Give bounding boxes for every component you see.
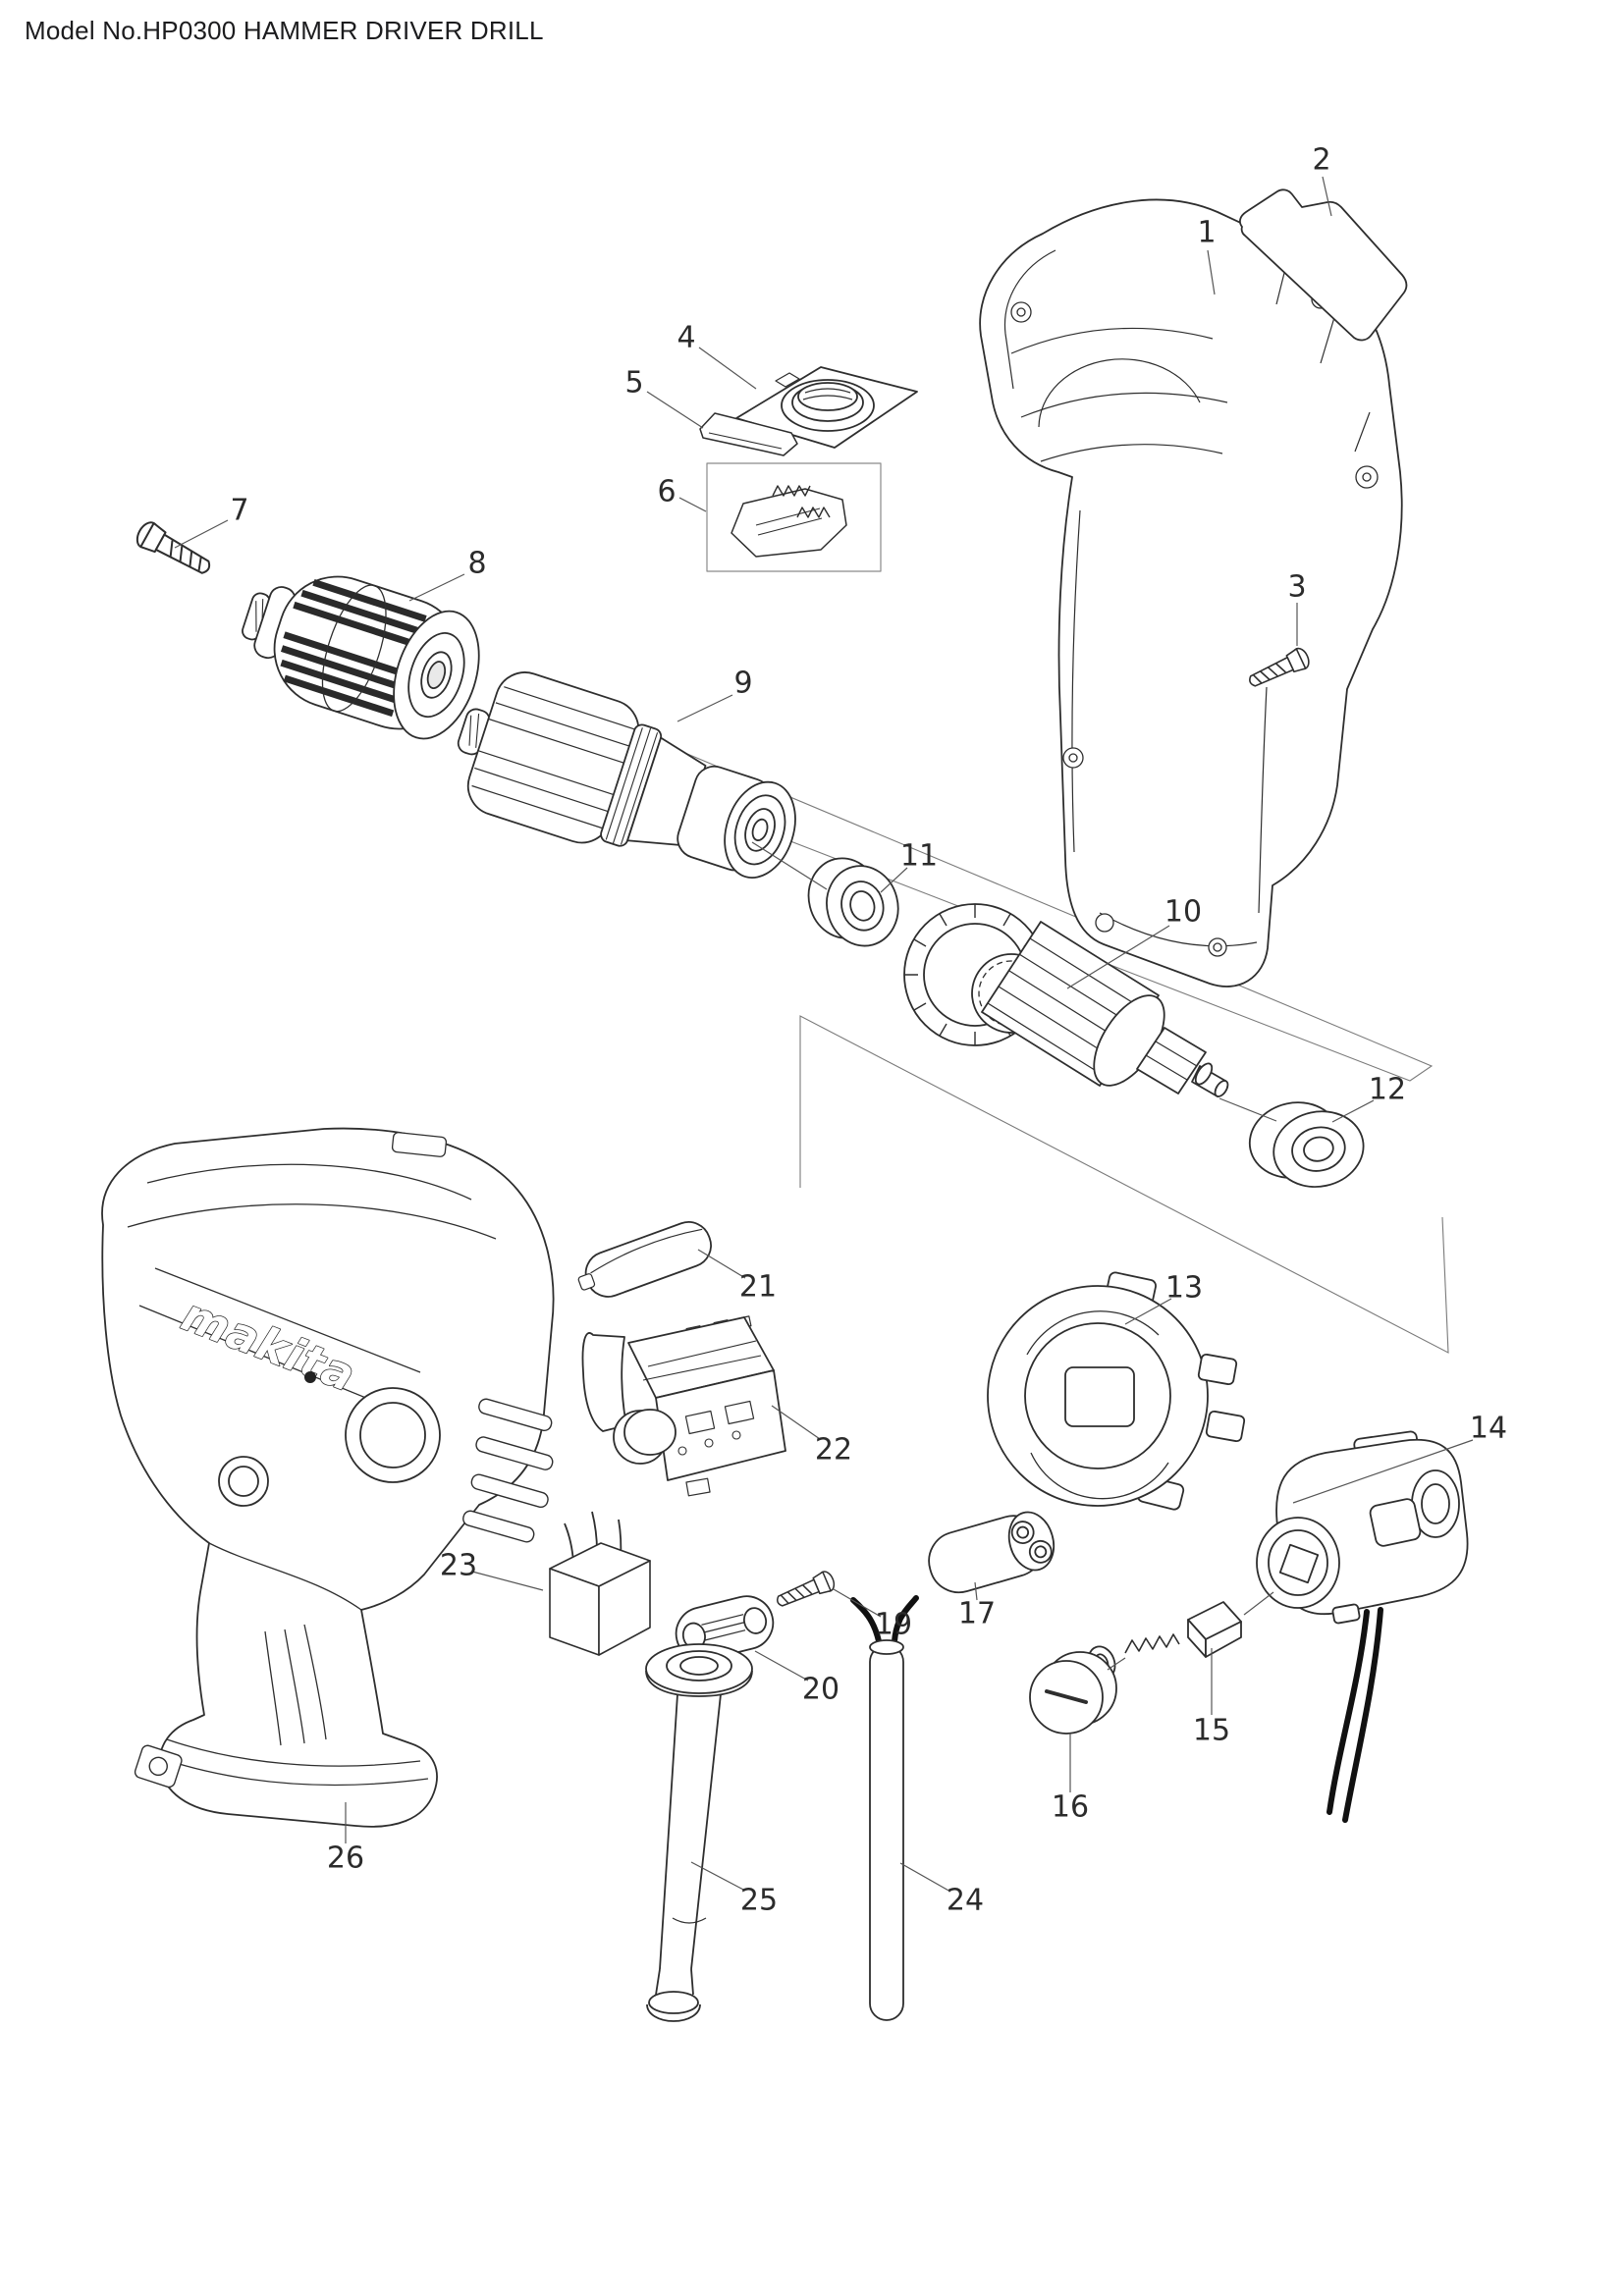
leader-lines	[174, 176, 1474, 1893]
part-label-14: 14	[1469, 1411, 1508, 1446]
part-art-13-field	[987, 1271, 1246, 1511]
part-label-25: 25	[739, 1883, 779, 1918]
part-label-19: 19	[874, 1607, 913, 1642]
part-art-23-capacitor	[549, 1511, 651, 1656]
part-label-26: 26	[326, 1841, 365, 1876]
part-label-4: 4	[677, 320, 696, 355]
part-label-1: 1	[1197, 215, 1217, 250]
part-art-4-switch-lever	[735, 366, 918, 449]
part-art-14-rear-cover	[1256, 1430, 1469, 1823]
part-label-2: 2	[1312, 142, 1331, 178]
part-label-17: 17	[957, 1596, 997, 1631]
part-label-15: 15	[1192, 1713, 1231, 1748]
part-label-11: 11	[899, 838, 939, 874]
part-label-10: 10	[1164, 894, 1203, 930]
part-label-24: 24	[946, 1883, 985, 1918]
part-art-26-housing-left: makita	[101, 1127, 555, 1828]
part-art-10-armature	[903, 903, 1229, 1097]
part-label-23: 23	[439, 1548, 478, 1583]
part-art-19-screw	[773, 1568, 839, 1613]
part-label-3: 3	[1287, 569, 1307, 605]
part-label-13: 13	[1164, 1270, 1204, 1306]
part-label-20: 20	[801, 1672, 840, 1707]
part-label-9: 9	[733, 666, 753, 701]
part-art-5-leaf-spring	[699, 412, 798, 456]
part-label-6: 6	[657, 474, 677, 509]
part-label-7: 7	[230, 493, 249, 528]
part-art-21-switch-cover	[577, 1221, 712, 1298]
part-art-7-screw	[132, 517, 217, 582]
part-art-16-brush-cap	[1029, 1651, 1117, 1735]
part-art-12-bearing	[1248, 1101, 1365, 1188]
part-art-6-lever-set	[706, 462, 882, 572]
part-label-8: 8	[467, 546, 487, 581]
part-art-25-cord-guard	[645, 1643, 753, 2022]
part-label-22: 22	[814, 1432, 853, 1468]
part-art-17-noise-suppressor	[928, 1511, 1056, 1594]
part-label-21: 21	[738, 1269, 778, 1305]
part-label-16: 16	[1051, 1789, 1090, 1825]
part-art-8-drill-chuck	[242, 575, 480, 740]
part-label-5: 5	[624, 365, 644, 400]
page-title: Model No.HP0300 HAMMER DRIVER DRILL	[25, 16, 544, 45]
part-art-24-power-cord	[850, 1595, 919, 2021]
part-label-12: 12	[1368, 1072, 1407, 1107]
part-art-2-name-plate	[1239, 188, 1408, 342]
part-art-9-gear-assembly	[457, 671, 796, 879]
part-art-11-bearing	[807, 857, 899, 947]
part-art-22-switch	[581, 1315, 786, 1497]
